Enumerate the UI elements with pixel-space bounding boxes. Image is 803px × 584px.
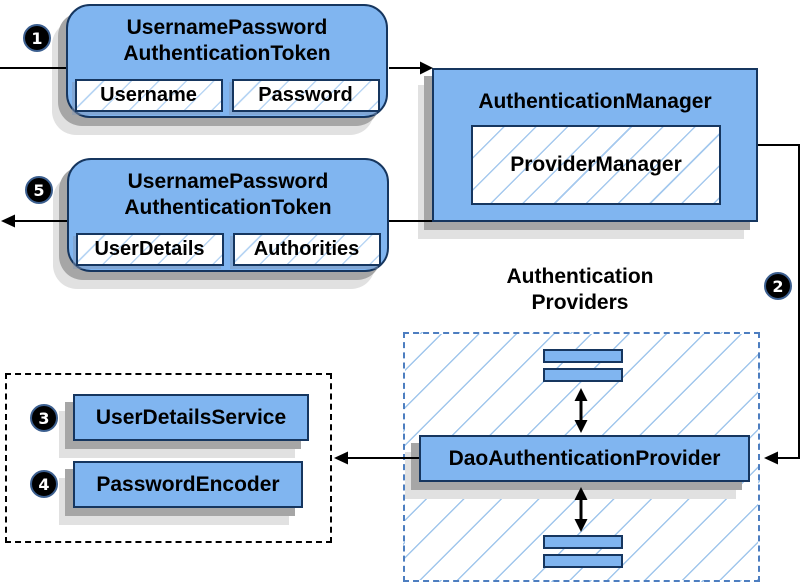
- request-token-title: UsernamePassword AuthenticationToken: [123, 16, 331, 65]
- step-1-badge: 1: [23, 24, 51, 52]
- password-field: Password: [231, 79, 380, 112]
- arrow-manager-to-dao-head: [764, 451, 778, 465]
- user-details-service-label: UserDetailsService: [95, 405, 287, 429]
- username-field: Username: [74, 79, 223, 112]
- arrow-manager-to-dao-line: [758, 144, 800, 459]
- provider-slot-bar-top-1: [543, 349, 623, 363]
- result-token-box: UsernamePassword AuthenticationToken Use…: [67, 158, 389, 272]
- provider-manager-label: ProviderManager: [510, 153, 682, 176]
- password-encoder-box: PasswordEncoder: [73, 461, 303, 508]
- arrow-result-out-head: [1, 214, 15, 228]
- authentication-manager-label: AuthenticationManager: [478, 90, 712, 113]
- arrow-dao-to-beans-head: [334, 451, 348, 465]
- user-details-service-box: UserDetailsService: [73, 394, 309, 441]
- authentication-manager-box: AuthenticationManager ProviderManager: [432, 68, 758, 222]
- dao-authentication-provider-label: DaoAuthenticationProvider: [448, 446, 721, 470]
- step-2-badge: 2: [764, 272, 792, 300]
- step-4-badge: 4: [30, 470, 58, 498]
- provider-slot-bar-bottom-2: [543, 554, 623, 568]
- provider-slot-bar-top-2: [543, 368, 623, 382]
- provider-slot-bar-bottom-1: [543, 535, 623, 549]
- result-token-title: UsernamePassword AuthenticationToken: [124, 170, 332, 219]
- request-token-box: UsernamePassword AuthenticationToken Use…: [66, 4, 388, 118]
- step-5-badge: 5: [25, 176, 53, 204]
- step-3-badge: 3: [30, 404, 58, 432]
- authorities-field: Authorities: [232, 233, 381, 266]
- provider-manager-box: ProviderManager: [471, 125, 721, 205]
- password-encoder-label: PasswordEncoder: [96, 472, 280, 496]
- dao-authentication-provider-box: DaoAuthenticationProvider: [419, 435, 750, 482]
- userdetails-field: UserDetails: [75, 233, 224, 266]
- authentication-providers-label: Authentication Providers: [506, 265, 654, 314]
